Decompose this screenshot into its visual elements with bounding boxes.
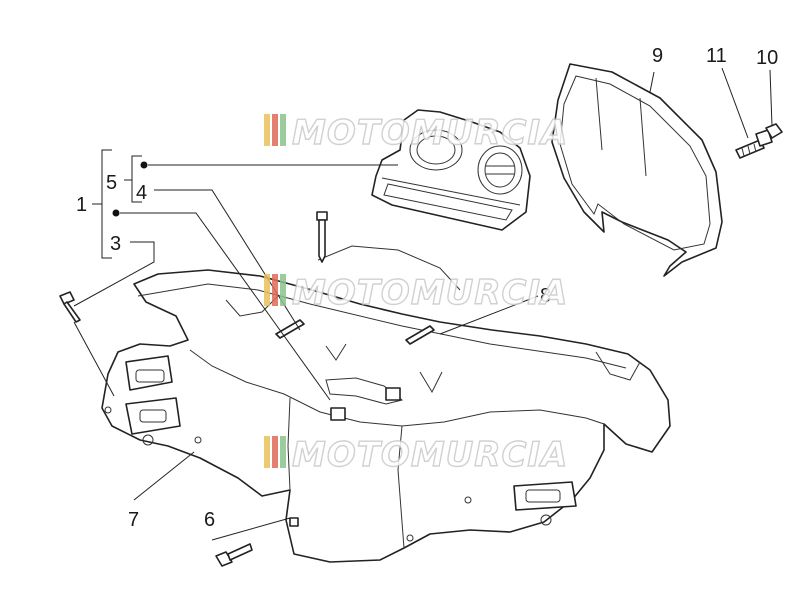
watermark-middle: MOTOMURCIA xyxy=(264,272,568,314)
leader-lines xyxy=(73,67,773,541)
watermark-bottom: MOTOMURCIA xyxy=(264,434,568,476)
callout-3: 3 xyxy=(110,233,121,255)
callout-1: 1 xyxy=(76,194,87,216)
screw-part-6 xyxy=(215,543,253,567)
watermark-text: MOTOMURCIA xyxy=(292,435,568,475)
callout-6: 6 xyxy=(204,509,215,531)
cap-nut-part-10 xyxy=(765,123,783,139)
callout-4: 4 xyxy=(136,182,147,204)
screw-part-8 xyxy=(405,325,435,345)
callout-11: 11 xyxy=(706,45,727,67)
bolt-part-11 xyxy=(735,129,773,159)
screw-center-vertical xyxy=(316,211,328,263)
callout-7: 7 xyxy=(128,509,139,531)
callout-9: 9 xyxy=(652,45,663,67)
callout-bracket xyxy=(92,149,148,259)
windscreen xyxy=(551,63,723,277)
instrument-cluster-cover xyxy=(371,109,531,231)
handlebar-cover xyxy=(101,245,671,563)
callout-5: 5 xyxy=(106,172,117,194)
watermark-text: MOTOMURCIA xyxy=(292,113,568,153)
callout-8: 8 xyxy=(540,285,551,307)
watermark-text: MOTOMURCIA xyxy=(292,273,568,313)
watermark-top: MOTOMURCIA xyxy=(264,112,568,154)
screw-upper-left xyxy=(59,291,81,323)
callout-10: 10 xyxy=(756,47,778,69)
